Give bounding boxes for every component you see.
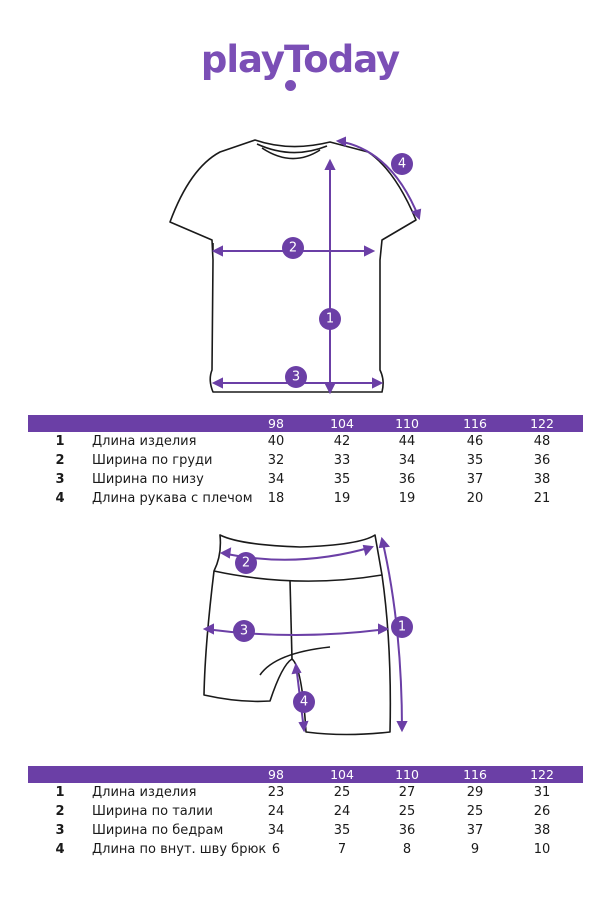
row-number: 1 [55, 434, 65, 449]
table-cell: 33 [333, 453, 351, 468]
logo-dot [285, 80, 296, 91]
badge-sleeve: 4 [398, 157, 406, 172]
badge-hem: 3 [292, 370, 300, 385]
table-cell: 40 [267, 434, 285, 449]
table-cell: 38 [533, 823, 551, 838]
size-110: 110 [395, 767, 419, 782]
table-cell: 6 [271, 842, 281, 857]
table-cell: 31 [533, 785, 551, 800]
table-row: 3 Ширина по бедрам 34 35 36 37 38 [28, 821, 583, 840]
table-cell: 8 [402, 842, 412, 857]
table-row: 4 Длина по внут. шву брюк 6 7 8 9 10 [28, 840, 583, 859]
table-cell: 35 [333, 472, 351, 487]
table-cell: 37 [466, 472, 484, 487]
table-cell: 7 [337, 842, 347, 857]
table-cell: 36 [533, 453, 551, 468]
size-116: 116 [463, 416, 487, 431]
table-row: 2 Ширина по талии 24 24 25 25 26 [28, 802, 583, 821]
badge-length: 1 [326, 312, 334, 327]
table-cell: 23 [267, 785, 285, 800]
tshirt-diagram: 1 2 3 4 [169, 136, 422, 395]
badge-hip: 3 [240, 624, 248, 639]
table-cell: 21 [533, 491, 551, 506]
size-116: 116 [463, 767, 487, 782]
table-cell: 32 [267, 453, 285, 468]
table-cell: 35 [333, 823, 351, 838]
table-row: 4 Длина рукава с плечом 18 19 19 20 21 [28, 489, 583, 508]
table-cell: 24 [267, 804, 285, 819]
table-cell: 19 [333, 491, 351, 506]
table-cell: 42 [333, 434, 351, 449]
row-label: Ширина по груди [92, 453, 213, 468]
tshirt-size-header: 98 104 110 116 122 [28, 415, 583, 432]
table-cell: 34 [267, 823, 285, 838]
badge-outseam: 1 [398, 620, 406, 635]
table-cell: 19 [398, 491, 416, 506]
row-number: 4 [55, 491, 65, 506]
row-label: Ширина по талии [92, 804, 213, 819]
table-cell: 35 [466, 453, 484, 468]
table-cell: 48 [533, 434, 551, 449]
table-row: 1 Длина изделия 40 42 44 46 48 [28, 432, 583, 451]
table-cell: 44 [398, 434, 416, 449]
size-122: 122 [530, 416, 554, 431]
size-98: 98 [268, 767, 284, 782]
table-cell: 18 [267, 491, 285, 506]
size-104: 104 [330, 767, 354, 782]
table-cell: 36 [398, 823, 416, 838]
row-label: Длина изделия [92, 785, 197, 800]
row-label: Ширина по бедрам [92, 823, 224, 838]
table-cell: 9 [470, 842, 480, 857]
badge-inseam: 4 [300, 695, 308, 710]
table-cell: 24 [333, 804, 351, 819]
badge-chest: 2 [289, 241, 297, 256]
row-number: 3 [55, 823, 65, 838]
table-cell: 37 [466, 823, 484, 838]
table-cell: 10 [533, 842, 551, 857]
table-cell: 34 [267, 472, 285, 487]
badge-waist: 2 [242, 556, 250, 571]
table-cell: 25 [333, 785, 351, 800]
table-cell: 25 [398, 804, 416, 819]
row-label: Длина по внут. шву брюк [92, 842, 267, 857]
size-122: 122 [530, 767, 554, 782]
table-cell: 46 [466, 434, 484, 449]
tshirt-size-table: 98 104 110 116 122 1 Длина изделия 40 42… [28, 415, 583, 508]
shorts-diagram: 1 2 3 4 [202, 534, 413, 736]
row-label: Ширина по низу [92, 472, 204, 487]
row-number: 1 [55, 785, 65, 800]
row-number: 3 [55, 472, 65, 487]
row-label: Длина изделия [92, 434, 197, 449]
shorts-size-header: 98 104 110 116 122 [28, 766, 583, 783]
size-104: 104 [330, 416, 354, 431]
table-cell: 27 [398, 785, 416, 800]
table-cell: 34 [398, 453, 416, 468]
row-number: 4 [55, 842, 65, 857]
table-cell: 26 [533, 804, 551, 819]
row-label: Длина рукава с плечом [92, 491, 253, 506]
size-98: 98 [268, 416, 284, 431]
table-row: 1 Длина изделия 23 25 27 29 31 [28, 783, 583, 802]
brand-logo: playToday [200, 38, 400, 81]
table-row: 2 Ширина по груди 32 33 34 35 36 [28, 451, 583, 470]
table-cell: 38 [533, 472, 551, 487]
table-row: 3 Ширина по низу 34 35 36 37 38 [28, 470, 583, 489]
table-cell: 29 [466, 785, 484, 800]
table-cell: 25 [466, 804, 484, 819]
row-number: 2 [55, 804, 65, 819]
table-cell: 20 [466, 491, 484, 506]
shorts-size-table: 98 104 110 116 122 1 Длина изделия 23 25… [28, 766, 583, 859]
table-cell: 36 [398, 472, 416, 487]
row-number: 2 [55, 453, 65, 468]
size-110: 110 [395, 416, 419, 431]
